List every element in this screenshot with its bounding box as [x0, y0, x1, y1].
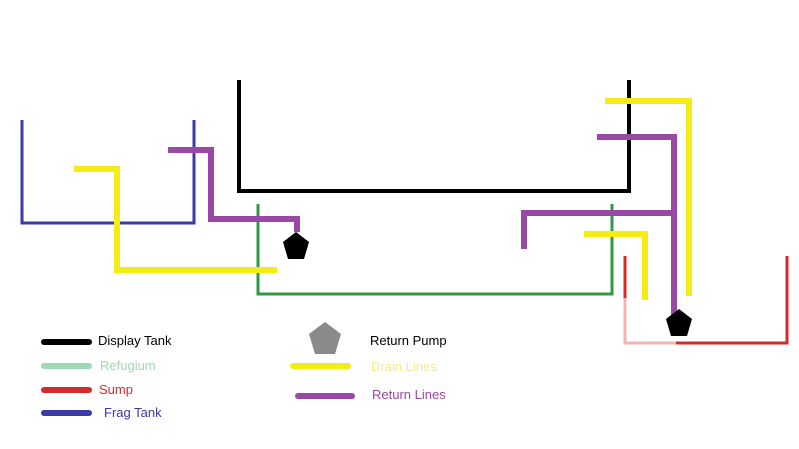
legend-label-sump: Sump — [99, 382, 133, 397]
sump-faded-section — [623, 298, 676, 345]
return-line-right-branch — [521, 210, 674, 249]
legend-label-drain-lines: Drain Lines — [371, 359, 437, 374]
legend-label-return-pump: Return Pump — [370, 333, 447, 348]
legend-label-frag-tank: Frag Tank — [104, 405, 162, 420]
frag-tank — [20, 120, 196, 225]
refugium — [256, 204, 614, 296]
display-tank — [237, 80, 631, 193]
pentagon-pump-icon — [666, 309, 692, 336]
sump-bottom-right — [676, 256, 789, 345]
legend-label-return-lines: Return Lines — [372, 387, 446, 402]
drain-line-right-inner — [584, 231, 648, 300]
pentagon-pump-icon — [283, 232, 309, 259]
legend-swatch-return-pump — [309, 322, 341, 354]
drain-line-right-outer — [605, 98, 692, 296]
drain-line-left — [74, 166, 277, 273]
return-line-right-top — [597, 134, 677, 318]
legend-label-display-tank: Display Tank — [98, 333, 172, 348]
legend-label-refugium: Refugium — [100, 358, 156, 373]
return-line-left — [168, 147, 300, 232]
